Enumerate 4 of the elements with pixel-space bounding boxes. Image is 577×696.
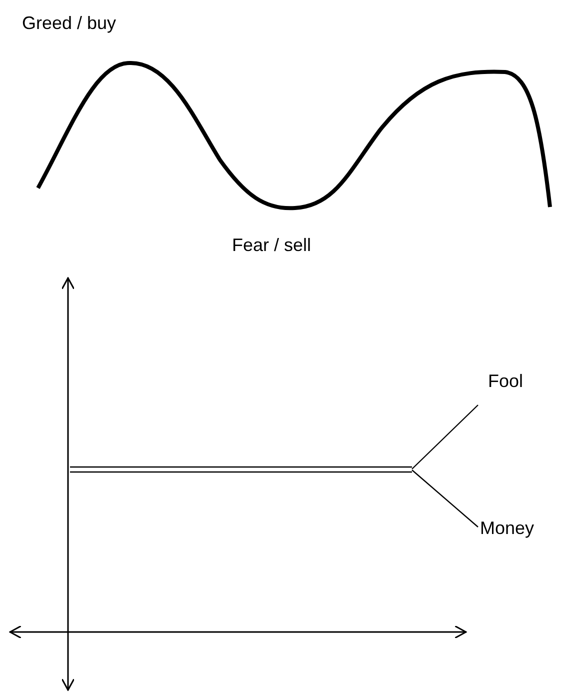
line-label: Money: [480, 519, 534, 539]
curve-label: Fear / sell: [232, 236, 312, 256]
line-label: Fool: [488, 372, 524, 392]
curve-label: Greed / buy: [22, 14, 116, 34]
